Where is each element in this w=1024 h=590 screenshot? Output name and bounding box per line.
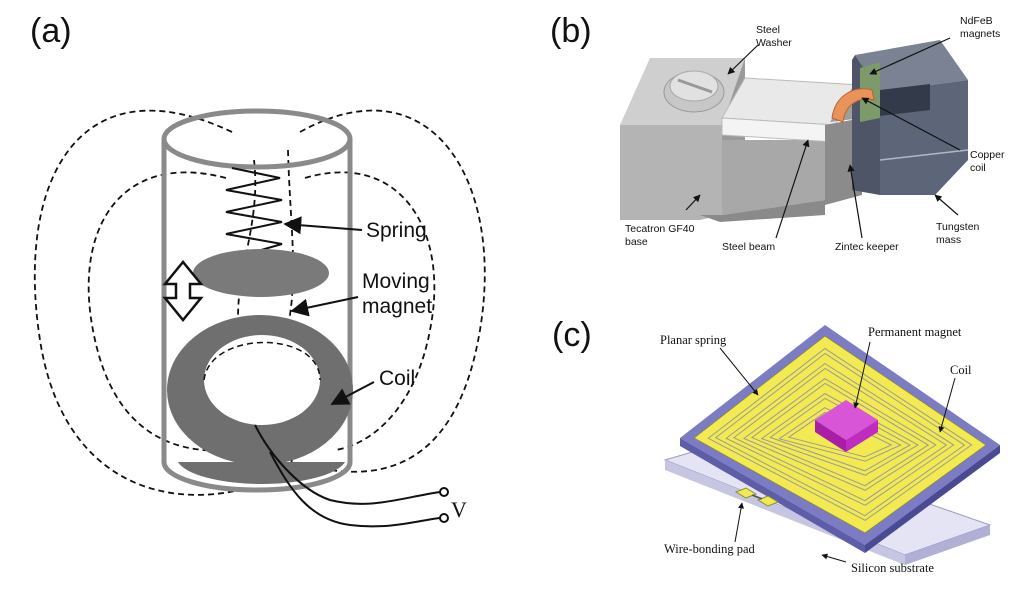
motion-arrow [162,260,204,322]
label-steel-beam: Steel beam [722,241,775,253]
spring [225,167,283,263]
panel-c-letter: (c) [552,316,592,354]
panel-c-diagram: Planar spring Permanent magnet Coil Wire… [660,325,1000,575]
permanent-magnet [815,400,878,452]
label-ndfeb-1: NdFeB [960,15,993,27]
label-silicon-substrate: Silicon substrate [851,561,934,575]
copper-coil [831,88,875,123]
steel-beam [721,77,861,143]
wire-bonding-pad [734,487,780,507]
tungsten-mass [852,40,969,195]
coil-arrow [330,381,375,405]
panel-b-letter: (b) [550,12,592,50]
moving-magnet [193,249,329,297]
label-tecatron-1: Tecatron GF40 [625,223,695,235]
label-coil: Coil [379,367,415,390]
coil-wires [254,424,441,528]
label-ndfeb-2: magnets [960,28,1000,40]
label-moving-magnet-1: Moving [362,270,430,293]
label-voltage: V [451,497,467,522]
spring-arrow [283,216,363,235]
label-planar-spring: Planar spring [660,333,727,347]
label-tungsten-2: mass [936,234,961,246]
panel-a-letter: (a) [30,12,72,50]
magnet-arrow [290,296,359,317]
coil-torus [167,315,353,484]
terminal-top [439,487,449,497]
panel-a-diagram: Spring Moving magnet Coil V [33,108,486,528]
steel-washer [663,70,725,113]
label-permanent-magnet: Permanent magnet [868,325,962,339]
label-tecatron-2: base [625,236,648,248]
label-zintec-keeper: Zintec keeper [835,241,899,253]
label-spring: Spring [366,219,427,242]
terminal-bottom [439,513,449,523]
label-moving-magnet-2: magnet [362,295,432,318]
planar-spring [707,347,973,521]
label-tungsten-1: Tungsten [936,221,980,233]
panel-b-diagram: Steel Washer NdFeB magnets Copper coil T… [620,15,1005,253]
label-coil-c: Coil [950,363,972,377]
label-wire-bonding-pad: Wire-bonding pad [664,542,756,556]
label-copper-2: coil [970,162,986,174]
label-steel-washer-2: Washer [756,37,792,49]
label-copper-1: Copper [970,149,1005,161]
label-steel-washer-1: Steel [756,24,780,36]
